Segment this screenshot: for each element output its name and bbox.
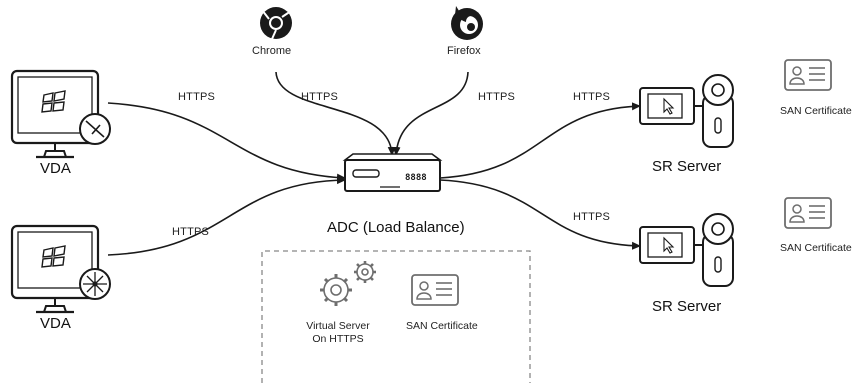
connector-vda-bottom-to-adc (107, 176, 346, 256)
vda-bottom-label: VDA (40, 315, 71, 332)
network-hub-icon (79, 268, 111, 300)
https-label-vda-top: HTTPS (178, 91, 216, 103)
vda-top-label: VDA (40, 160, 71, 177)
san-certificate-label-bottom: SAN Certificate (780, 242, 852, 254)
certificate-icon (411, 274, 459, 306)
chrome-icon (260, 7, 292, 40)
https-label-sr-bottom: HTTPS (573, 211, 611, 223)
firefox-icon (451, 6, 483, 40)
sr-server-bottom-label: SR Server (652, 298, 722, 315)
san-certificate-label-top: SAN Certificate (780, 105, 852, 117)
chrome-label: Chrome (252, 45, 292, 57)
connector-adc-to-sr-bottom (439, 179, 641, 250)
windows-logo-icon (41, 90, 66, 113)
connector-adc-to-sr-top (439, 102, 641, 179)
connector-vda-top-to-adc (107, 102, 346, 182)
adc-display-digits: 8888 (405, 173, 427, 183)
virtual-server-line2: On HTTPS (312, 333, 364, 345)
sr-server-bottom-device (639, 213, 734, 287)
virtual-server-line1: Virtual Server (306, 320, 370, 332)
adc-label: ADC (Load Balance) (327, 219, 465, 236)
https-label-sr-top: HTTPS (573, 91, 611, 103)
adc-device (342, 153, 443, 192)
https-label-vda-bottom: HTTPS (172, 226, 210, 238)
connector-chrome-to-adc (275, 71, 396, 156)
gateway-icon (79, 113, 111, 145)
windows-logo-icon (41, 245, 66, 268)
certificate-icon (784, 59, 832, 91)
virtual-server-dashed-box (261, 250, 531, 383)
https-label-chrome: HTTPS (301, 91, 339, 103)
vda-top-monitor (10, 69, 100, 159)
sr-server-top-label: SR Server (652, 158, 722, 175)
virtual-server-label: Virtual Server On HTTPS (298, 320, 378, 346)
firefox-label: Firefox (447, 45, 481, 57)
sr-server-top-device (639, 74, 734, 148)
connector-firefox-to-adc (392, 71, 469, 156)
gears-icon (320, 261, 376, 306)
certificate-icon (784, 197, 832, 229)
san-certificate-label-box: SAN Certificate (406, 320, 478, 332)
vda-bottom-monitor (10, 224, 100, 314)
https-label-firefox: HTTPS (478, 91, 516, 103)
